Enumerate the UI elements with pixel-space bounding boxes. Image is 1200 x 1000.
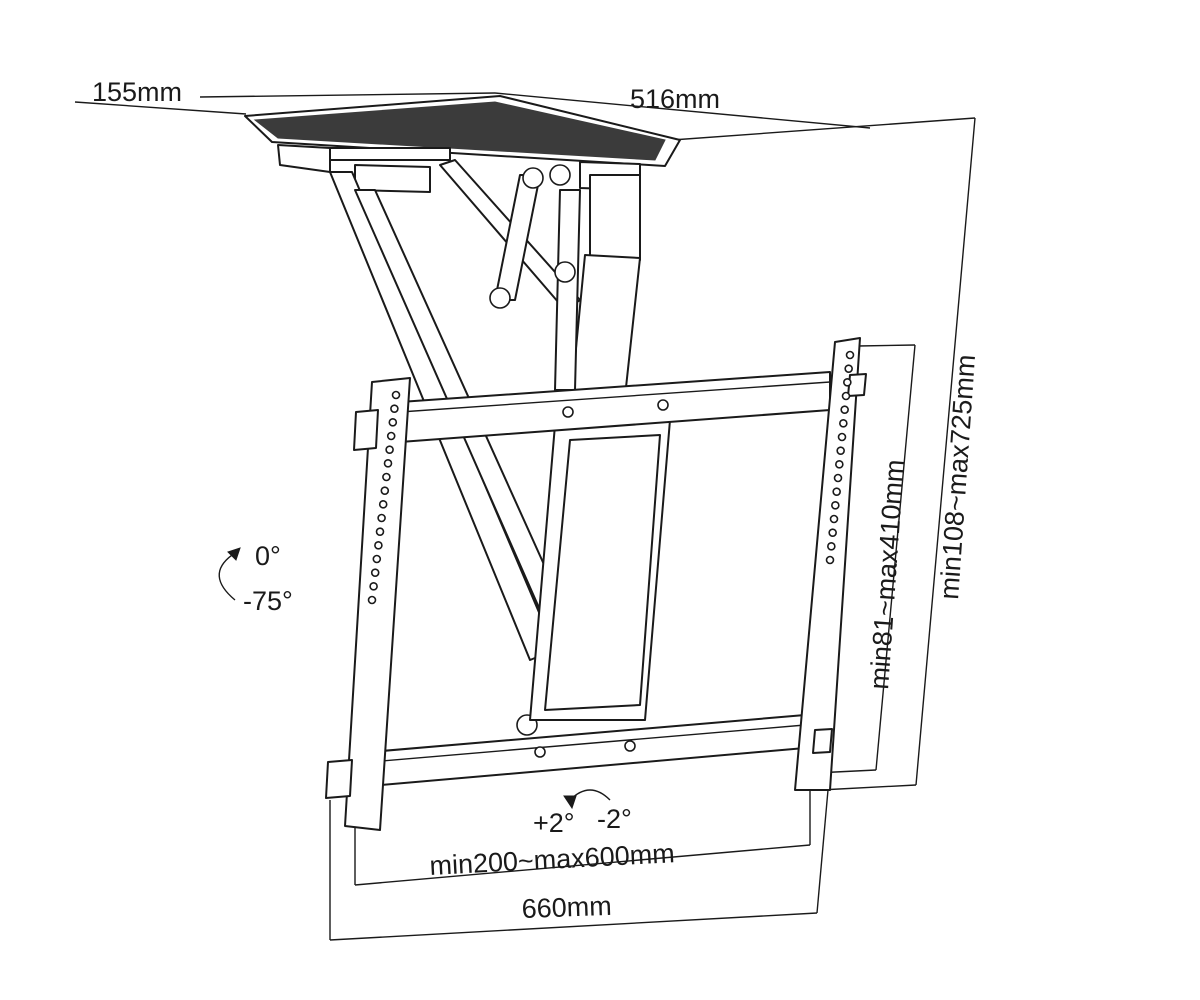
center-plate-inner <box>544 434 661 711</box>
tilt-arrowhead-icon <box>227 547 241 561</box>
label-width: 516mm <box>630 84 720 114</box>
label-vertical-spacing: min81~max410mm <box>864 459 910 691</box>
dim-725-bottom <box>819 784 917 791</box>
rail-hole <box>382 472 391 482</box>
rail-hole <box>835 460 844 469</box>
bottom-crossbar <box>369 714 806 787</box>
rail-hole <box>369 582 378 591</box>
label-overall-width: 660mm <box>521 891 612 924</box>
top-crossbar <box>399 371 831 443</box>
dim-660-line <box>329 912 818 941</box>
rail-hole <box>380 486 390 495</box>
rail-hole <box>390 404 399 413</box>
rail-hole <box>843 378 852 387</box>
rail-hole <box>374 541 383 550</box>
label-drop-height: min108~max725mm <box>934 354 981 601</box>
rail-hole <box>837 432 847 442</box>
rail-hole <box>828 528 837 537</box>
label-horizontal-spacing: min200~max600mm <box>429 838 676 881</box>
rail-hole <box>831 501 840 510</box>
level-arrow-icon <box>569 789 611 801</box>
rail-hole <box>375 527 385 536</box>
rail-hole <box>378 500 388 509</box>
rail-hole <box>844 364 853 373</box>
rail-hole <box>829 514 839 524</box>
rail-hole <box>840 405 849 414</box>
rail-hole <box>841 391 851 401</box>
dim-725-line <box>915 117 976 786</box>
dim-600-line <box>354 844 811 886</box>
rail-hole <box>377 513 386 523</box>
rail-hole <box>386 431 396 441</box>
label-level-minus: -2° <box>597 804 632 834</box>
rail-hole <box>391 390 401 400</box>
rail-hole <box>833 473 843 483</box>
rail-hole <box>383 459 393 468</box>
level-arrowhead-icon <box>563 795 577 810</box>
rail-hole <box>388 418 398 427</box>
rail-hole <box>825 555 835 565</box>
dim-410-top <box>857 344 916 347</box>
rail-hole <box>845 350 855 360</box>
rail-hole <box>367 595 377 605</box>
label-depth: 155mm <box>92 77 182 107</box>
label-tilt-lower: -75° <box>243 586 293 616</box>
tilt-arrow-icon <box>218 554 236 601</box>
rail-hole <box>385 445 394 454</box>
rail-hole <box>372 554 382 564</box>
rail-hole <box>839 419 848 428</box>
label-level-plus: +2° <box>533 808 575 838</box>
dim-516-line-b <box>494 92 871 129</box>
dim-155-line <box>74 101 247 115</box>
rail-holes <box>367 350 855 605</box>
rail-hole <box>370 568 380 577</box>
dim-725-top <box>671 117 976 141</box>
rail-hole <box>836 446 845 455</box>
left-vertical-rail <box>325 377 411 831</box>
dim-410-line <box>875 344 916 771</box>
dim-516-line-a <box>199 92 496 98</box>
dim-660-right <box>816 789 829 914</box>
rail-hole <box>832 487 841 496</box>
rail-hole <box>827 542 836 551</box>
label-tilt-upper: 0° <box>255 541 281 571</box>
